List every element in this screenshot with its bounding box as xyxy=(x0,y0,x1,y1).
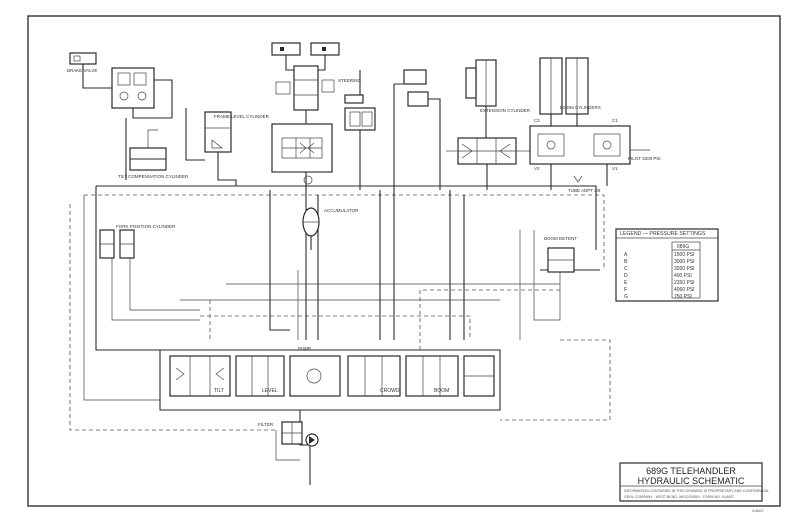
legend-code-3: D xyxy=(624,273,628,279)
center-valves xyxy=(344,69,441,190)
extension-label: EXTENSION CYLINDER xyxy=(480,108,531,113)
brake-valve-group: BRAKE VALVE xyxy=(67,52,173,119)
port-v1: V1 xyxy=(612,166,618,171)
tilt-comp-label: TILT COMPENSATION CYLINDER xyxy=(118,174,189,179)
boom-cylinders-label: BOOM CYLINDERS xyxy=(560,105,601,110)
accumulator: ACCUMULATOR xyxy=(302,207,359,250)
level-label: LEVEL xyxy=(262,388,278,394)
extension-cylinder: EXTENSION CYLINDER xyxy=(446,59,531,190)
title-note1: INFORMATION CONTAINED IN THIS DRAWING IS… xyxy=(624,489,769,493)
sheet-number: 918437 xyxy=(752,509,764,513)
title-note2: GEHL COMPANY · WEST BEND, WISCONSIN · FO… xyxy=(624,495,734,499)
steering-group: STEERING xyxy=(271,42,362,190)
boom-label: BOOM xyxy=(434,388,449,394)
legend-code-2: C xyxy=(624,266,628,272)
crowd-label: CROWD xyxy=(380,388,400,394)
port-v2: V2 xyxy=(534,166,540,171)
brake-valve-label: BRAKE VALVE xyxy=(67,68,97,73)
boom-detent-label: BOOM DETENT xyxy=(544,236,577,241)
legend-code-1: B xyxy=(624,259,628,265)
tube-label: TUBE ADPT 3/8 xyxy=(568,188,601,193)
legend-code-0: A xyxy=(624,252,628,258)
port-c2: C2 xyxy=(534,118,540,123)
drawing-border xyxy=(27,15,781,507)
filter-label: FILTER xyxy=(258,422,274,427)
steering-label: STEERING xyxy=(338,78,362,83)
title-line2: HYDRAULIC SCHEMATIC xyxy=(638,476,745,486)
boom-detent: BOOM DETENT xyxy=(544,236,577,273)
legend-code-6: G xyxy=(624,294,628,300)
port-c1: C1 xyxy=(612,118,618,123)
legend-value-1: 3000 PSI xyxy=(674,259,695,265)
title-block: 689G TELEHANDLER HYDRAULIC SCHEMATIC INF… xyxy=(619,462,769,502)
accumulator-label: ACCUMULATOR xyxy=(324,208,359,213)
legend-code-4: E xyxy=(624,280,628,286)
legend-value-5: 4060 PSI xyxy=(674,287,695,293)
tilt-comp-cylinder: TILT COMPENSATION CYLINDER xyxy=(118,118,189,180)
legend-value-6: 750 PSI xyxy=(674,294,692,300)
fork-pos-label: FORK POSITION CYLINDER xyxy=(116,224,176,229)
legend-header: LEGEND — PRESSURE SETTINGS xyxy=(620,231,706,237)
pilot-label: PILOT 3200 PSI xyxy=(628,156,661,161)
title-line1: 689G TELEHANDLER xyxy=(646,466,736,476)
legend-value-4: 2350 PSI xyxy=(674,280,695,286)
filter-pump: FILTER xyxy=(258,421,319,447)
fork-position-cylinder: FORK POSITION CYLINDER xyxy=(99,224,176,259)
tilt-label: TILT xyxy=(214,388,224,394)
pump-label: PUMP xyxy=(298,346,311,351)
main-lines xyxy=(69,185,611,485)
pressure-legend: LEGEND — PRESSURE SETTINGS 689G A 1500 P… xyxy=(615,228,719,302)
legend-code-5: F xyxy=(624,287,627,293)
boom-cylinders: BOOM CYLINDERS C2 C1 V2 V1 PILOT 3200 PS… xyxy=(529,57,661,193)
frame-level-label: FRAME LEVEL CYLINDER xyxy=(214,114,270,119)
frame-level-cylinder: FRAME LEVEL CYLINDER xyxy=(185,108,270,186)
legend-value-3: 400 PSI xyxy=(674,273,692,279)
legend-value-0: 1500 PSI xyxy=(674,252,695,258)
legend-value-2: 3200 PSI xyxy=(674,266,695,272)
control-valve-bank: TILT LEVEL PUMP CROWD BOOM xyxy=(169,346,495,397)
legend-model: 689G xyxy=(677,244,689,250)
